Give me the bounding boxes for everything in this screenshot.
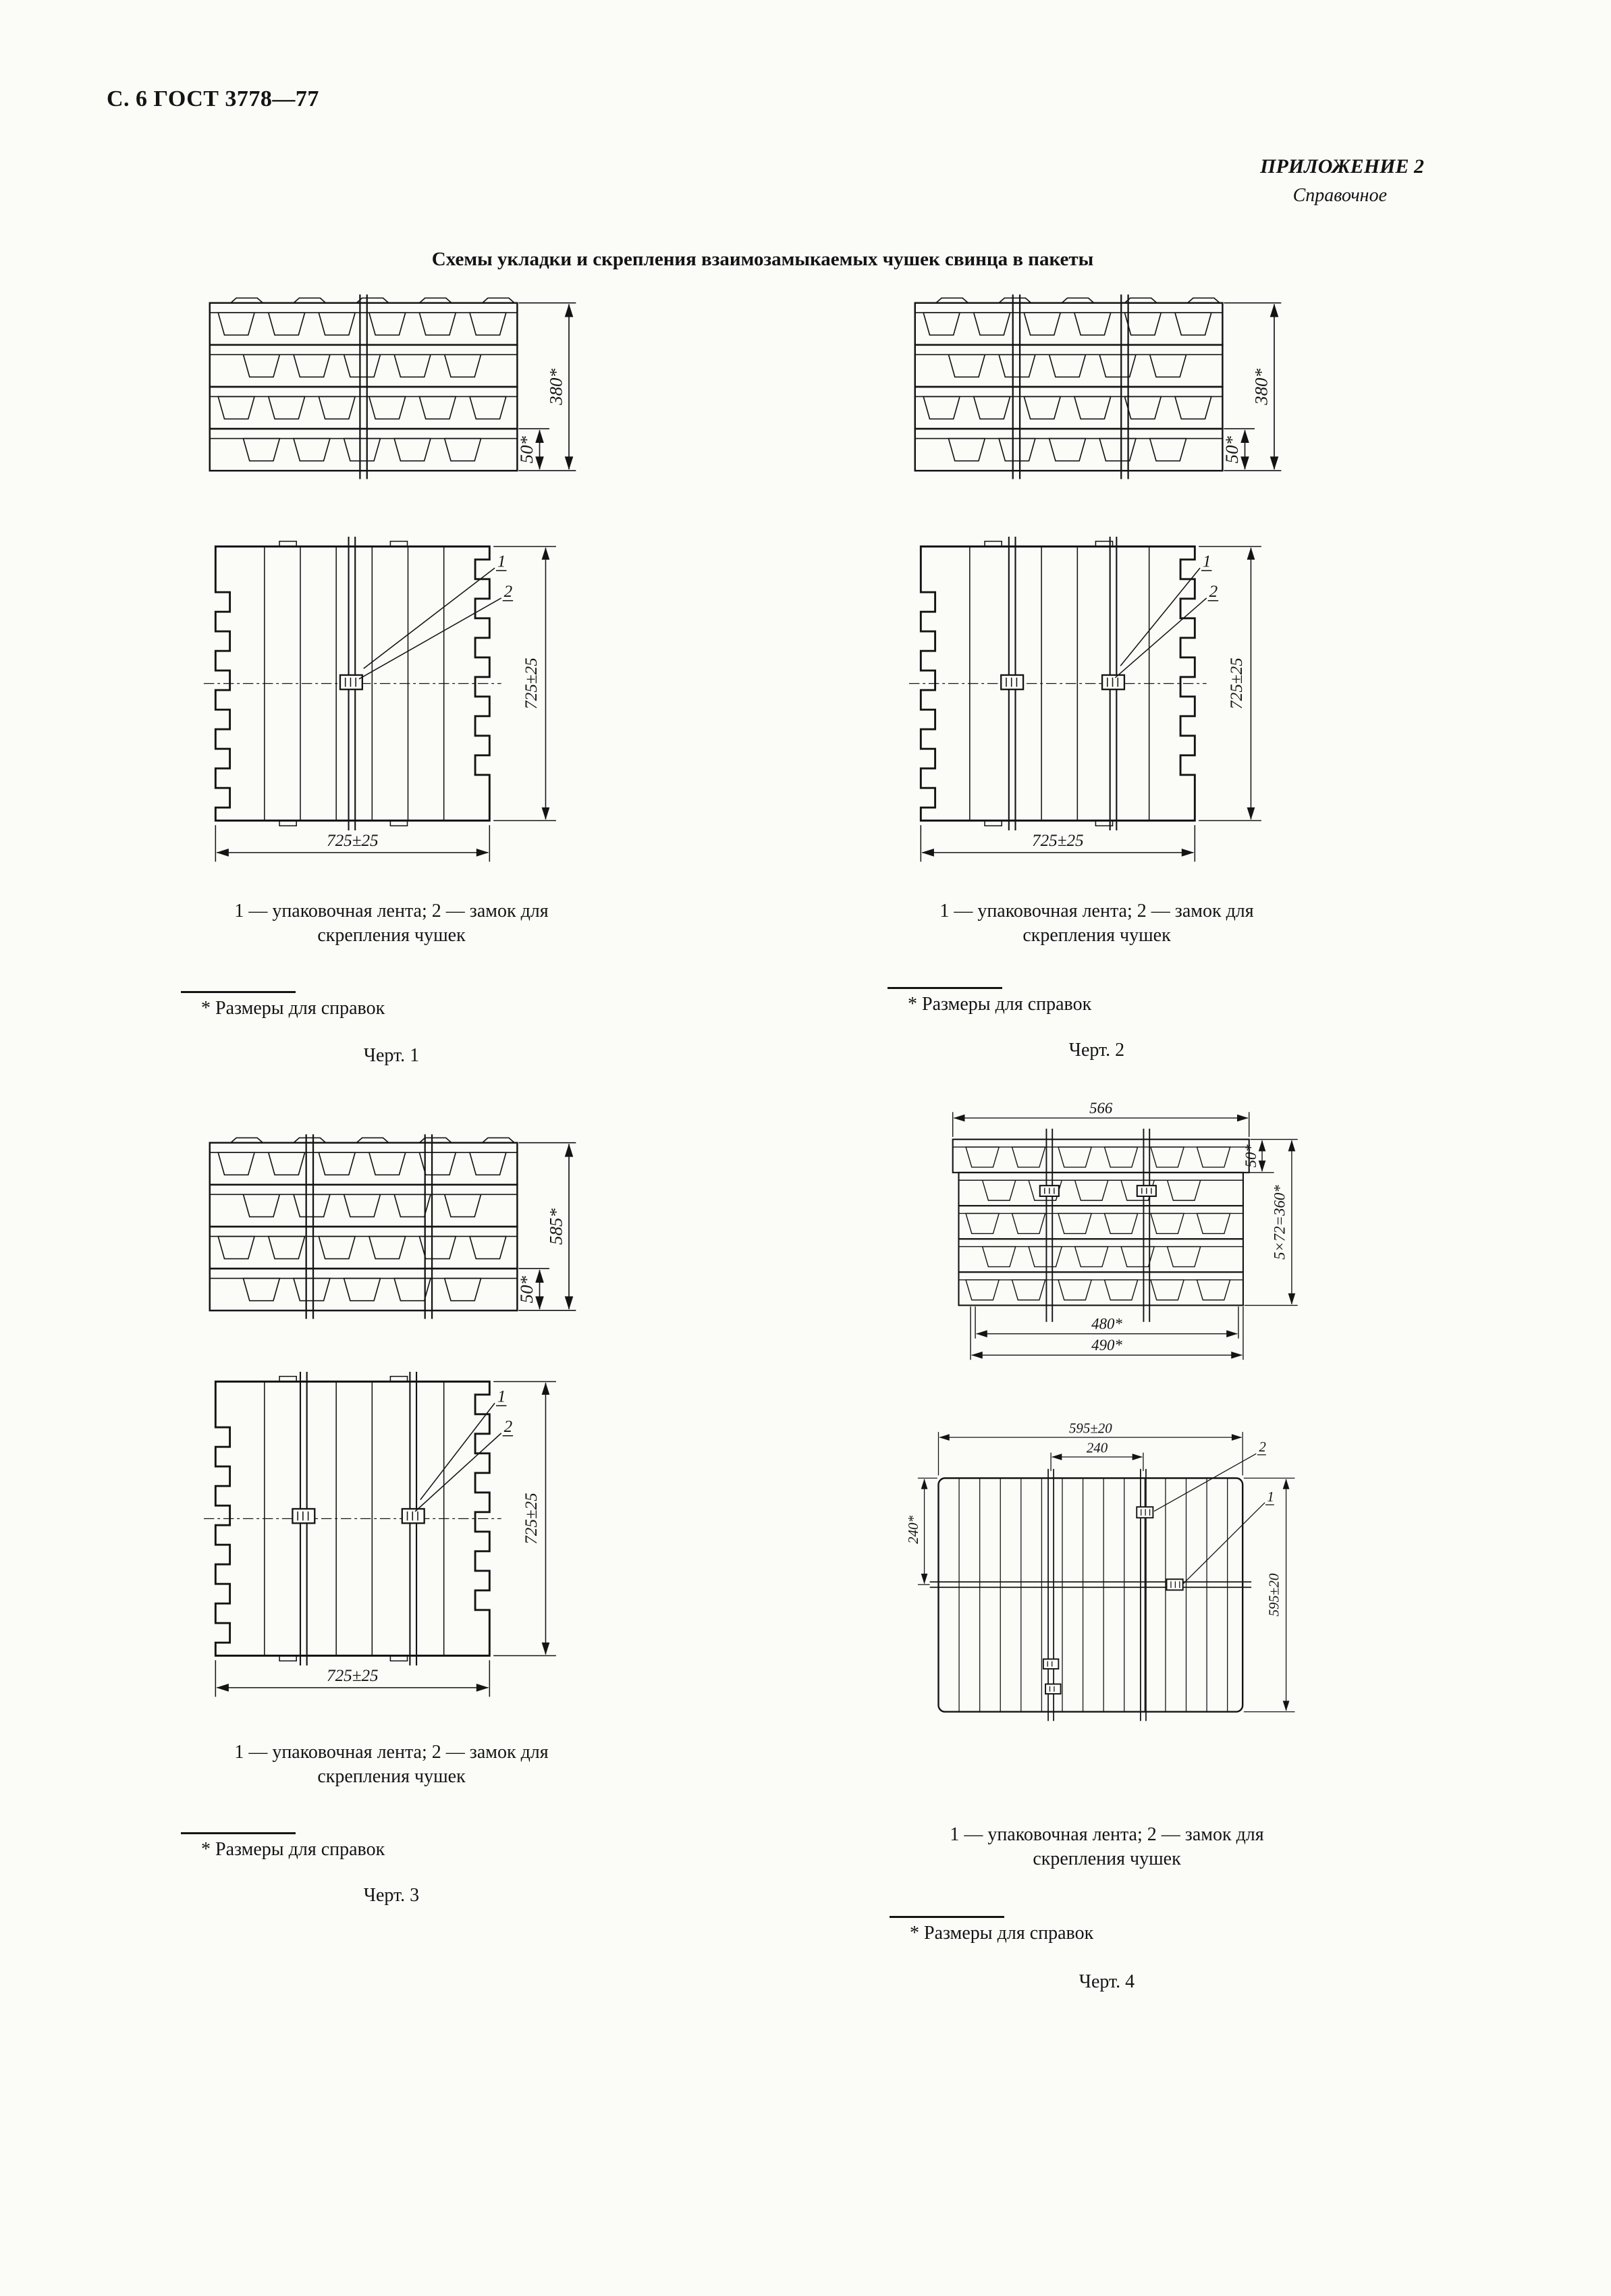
fig4-dim-inner-width: 480* [1091, 1316, 1122, 1333]
fig4-footnote-rule [890, 1916, 1004, 1918]
fig2-dim-layer-height: 50* [1222, 435, 1242, 463]
fig3-plan-locks [292, 1507, 425, 1524]
fig3-dim-layer-height: 50* [516, 1275, 537, 1303]
fig4-dim-plan-top: 595±20 [1069, 1420, 1112, 1437]
fig1-callout-lock: 2 [504, 583, 513, 601]
fig1-caption-line2: скрепления чушек [317, 925, 466, 946]
fig3-footnote: * Размеры для справок [201, 1839, 385, 1860]
fig3-caption-line1: 1 — упаковочная лента; 2 — замок для [234, 1742, 549, 1763]
fig1-footnote-rule [181, 991, 296, 993]
fig4-callout-strap: 1 [1267, 1489, 1274, 1505]
fig3-callouts: 1 2 [414, 1387, 514, 1512]
fig1-label: Черт. 1 [363, 1045, 420, 1066]
fig2-dim-plan-height: 725±25 [1228, 658, 1246, 710]
fig2-side-view-drawing: 50* 380* [914, 294, 1282, 479]
fig2-callout-lock: 2 [1209, 583, 1218, 601]
fig3-plan-view-drawing: 1 2 725±25 725±25 [203, 1372, 556, 1697]
fig4-plan-dim-top: 595±20 240 [937, 1420, 1243, 1476]
fig3-label: Черт. 3 [363, 1885, 420, 1906]
fig4-dim-plan-right: 595±20 [1265, 1573, 1282, 1616]
fig2-plan-dimensions: 725±25 725±25 [920, 545, 1261, 862]
fig1-dim-plan-width: 725±25 [327, 832, 379, 850]
fig2-dim-stack-height: 380* [1251, 369, 1272, 406]
fig4-label: Черт. 4 [1078, 1971, 1135, 1992]
fig4-plan-view-drawing: 595±20 240 [905, 1420, 1295, 1721]
fig3-side-view-drawing: 50* 585* [209, 1134, 576, 1319]
fig1-plan-dimensions: 725±25 725±25 [215, 545, 556, 862]
fig1-footnote: * Размеры для справок [201, 998, 385, 1019]
fig3-dim-plan-height: 725±25 [522, 1493, 541, 1545]
fig2-caption: 1 — упаковочная лента; 2 — замок для скр… [908, 899, 1286, 949]
fig2-side-straps [1012, 294, 1129, 479]
fig2-footnote: * Размеры для справок [908, 994, 1092, 1015]
fig2-callout-strap: 1 [1203, 552, 1211, 570]
fig3-caption: 1 — упаковочная лента; 2 — замок для скр… [202, 1740, 580, 1790]
fig1-callouts: 1 2 [358, 552, 514, 680]
fig2-ingot-stack [914, 297, 1224, 472]
fig3-plan-outline [203, 1375, 501, 1662]
fig4-plan-locks [1042, 1506, 1184, 1694]
fig1-plan-view-drawing: 1 2 725±25 725±25 [203, 537, 556, 862]
appendix-note: Справочное [1292, 185, 1387, 206]
fig1-caption-line1: 1 — упаковочная лента; 2 — замок для [234, 901, 549, 922]
fig4-dim-width-text: 566 [1089, 1100, 1113, 1117]
fig4-dim-outer-width: 490* [1091, 1337, 1122, 1354]
section-title: Схемы укладки и скрепления взаимозамыкае… [431, 248, 1094, 270]
fig3-caption-line2: скрепления чушек [317, 1766, 466, 1788]
fig2-side-dimensions: 50* 380* [1222, 302, 1282, 472]
fig1-dim-plan-height: 725±25 [522, 658, 541, 710]
fig4-plan-straps [929, 1468, 1252, 1721]
fig1-caption: 1 — упаковочная лента; 2 — замок для скр… [202, 899, 580, 949]
fig2-caption-line2: скрепления чушек [1022, 925, 1171, 946]
fig1-side-dimensions: 50* 380* [516, 302, 576, 472]
fig1-callout-strap: 1 [497, 552, 506, 570]
fig4-callout-lock: 2 [1259, 1439, 1265, 1455]
fig4-caption-line1: 1 — упаковочная лента; 2 — замок для [950, 1824, 1264, 1845]
fig4-dim-overall-width: 566 [952, 1100, 1250, 1138]
fig3-side-straps [305, 1134, 433, 1319]
fig3-dim-plan-width: 725±25 [327, 1667, 379, 1685]
fig2-footnote-rule [888, 987, 1002, 989]
fig2-callouts: 1 2 [1114, 552, 1219, 678]
fig4-callouts: 2 1 [1153, 1439, 1274, 1584]
fig3-footnote-rule [181, 1832, 296, 1834]
fig1-ingot-stack [209, 297, 518, 472]
fig3-callout-strap: 1 [497, 1387, 506, 1406]
appendix-title: ПРИЛОЖЕНИЕ 2 [1260, 155, 1424, 178]
fig4-ingot-stack [952, 1138, 1250, 1306]
fig2-plan-view-drawing: 1 2 725±25 725±25 [908, 537, 1261, 862]
fig4-caption-line2: скрепления чушек [1033, 1848, 1181, 1870]
fig4-dim-plan-inner: 240 [1087, 1440, 1108, 1456]
fig4-side-view-drawing: 566 [952, 1100, 1298, 1360]
fig1-side-view-drawing: 50* 380* [209, 294, 576, 479]
fig2-label: Черт. 2 [1068, 1040, 1125, 1061]
fig2-plan-outline [908, 540, 1207, 827]
fig4-side-dimensions: 50* 5×72=360* 480* 490* [970, 1138, 1298, 1360]
fig4-side-straps [1039, 1128, 1157, 1323]
fig4-dim-plan-left: 240* [905, 1516, 921, 1544]
fig2-caption-line1: 1 — упаковочная лента; 2 — замок для [939, 901, 1254, 922]
fig1-dim-layer-height: 50* [516, 435, 537, 463]
fig4-dim-layer-height: 50* [1243, 1144, 1259, 1168]
fig2-plan-locks [1000, 674, 1126, 691]
fig1-side-straps [359, 294, 368, 479]
fig1-plan-outline [203, 540, 501, 827]
fig4-footnote: * Размеры для справок [910, 1923, 1094, 1944]
fig3-dim-stack-height: 585* [546, 1208, 566, 1245]
fig3-ingot-stack [209, 1137, 518, 1312]
fig2-dim-plan-width: 725±25 [1032, 832, 1084, 850]
page-header: С. 6 ГОСТ 3778—77 [107, 86, 319, 111]
fig3-side-dimensions: 50* 585* [516, 1142, 576, 1312]
fig4-caption: 1 — упаковочная лента; 2 — замок для скр… [911, 1823, 1303, 1872]
fig3-plan-dimensions: 725±25 725±25 [215, 1381, 556, 1697]
fig1-plan-lock [339, 674, 363, 691]
fig1-dim-stack-height: 380* [546, 369, 566, 406]
fig4-plan-dimensions: 240* 595±20 [905, 1477, 1295, 1713]
fig3-callout-lock: 2 [504, 1418, 513, 1436]
fig4-dim-stack-height: 5×72=360* [1271, 1185, 1288, 1260]
fig4-plan-outline [937, 1477, 1244, 1713]
